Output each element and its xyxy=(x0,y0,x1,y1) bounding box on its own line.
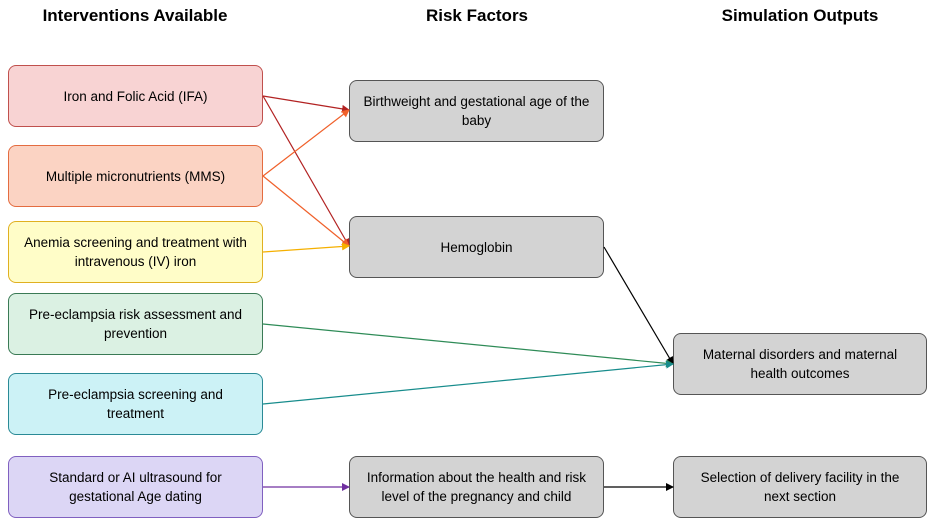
arrow-anemia-to-hemoglobin xyxy=(262,242,350,253)
header-risk-factors: Risk Factors xyxy=(425,6,529,25)
output-maternal-disorders: Maternal disorders and maternal health o… xyxy=(673,333,927,395)
arrow-risk-assessment-to-maternal xyxy=(262,323,674,368)
arrow-ifa-to-birthweight xyxy=(262,95,350,113)
arrow-screening-to-maternal xyxy=(262,360,674,405)
intervention-anemia-iv-iron: Anemia screening and treatment with intr… xyxy=(8,221,263,283)
intervention-ultrasound: Standard or AI ultrasound for gestationa… xyxy=(8,456,263,518)
arrow-mms-to-birthweight xyxy=(262,109,350,177)
intervention-mms: Multiple micronutrients (MMS) xyxy=(8,145,263,207)
risk-hemoglobin: Hemoglobin xyxy=(349,216,604,278)
intervention-ifa: Iron and Folic Acid (IFA) xyxy=(8,65,263,127)
risk-pregnancy-information: Information about the health and risk le… xyxy=(349,456,604,518)
arrow-mms-to-hemoglobin xyxy=(262,175,350,247)
intervention-preeclampsia-screening: Pre-eclampsia screening and treatment xyxy=(8,373,263,435)
output-delivery-facility: Selection of delivery facility in the ne… xyxy=(673,456,927,518)
header-simulation-outputs: Simulation Outputs xyxy=(721,6,879,25)
intervention-preeclampsia-risk-assessment: Pre-eclampsia risk assessment and preven… xyxy=(8,293,263,355)
header-interventions: Interventions Available xyxy=(42,6,228,25)
arrow-ifa-to-hemoglobin xyxy=(262,95,350,247)
risk-birthweight-gestational-age: Birthweight and gestational age of the b… xyxy=(349,80,604,142)
arrow-hemoglobin-to-maternal xyxy=(603,246,674,365)
